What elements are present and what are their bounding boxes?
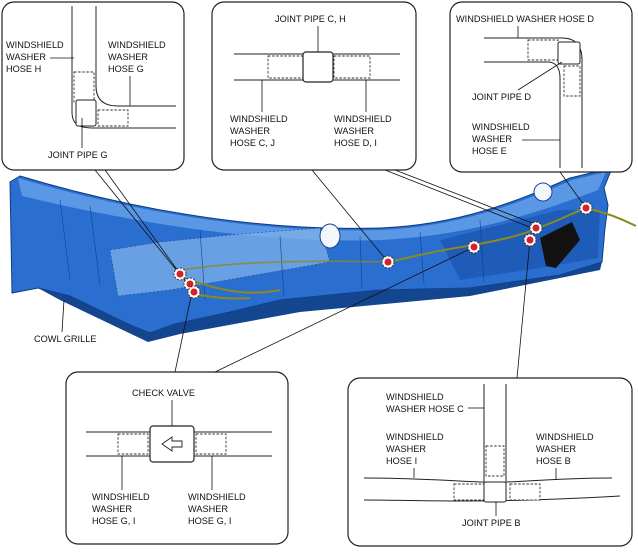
marker-joint-b <box>529 221 543 235</box>
joint-b-hose-b-line2: WASHER <box>536 444 576 454</box>
cowl-grille-leader <box>61 299 65 333</box>
cowl-grille-part <box>9 167 613 342</box>
joint-g-hose-h-line1: WINDSHIELD <box>6 40 64 50</box>
check-valve-hose-right-line1: WINDSHIELD <box>188 492 246 502</box>
joint-ch-hose-di-line1: WINDSHIELD <box>334 114 392 124</box>
marker-joint-g <box>173 267 187 281</box>
check-valve-hose-left-line2: WASHER <box>92 504 132 514</box>
joint-d-hose-e-line3: HOSE E <box>472 146 507 156</box>
callout-joint-pipe-b: WINDSHIELD WASHER HOSE C WINDSHIELD WASH… <box>347 377 633 547</box>
callout-joint-pipe-ch: JOINT PIPE C, H WINDSHIELD WASHER HOSE C… <box>211 1 417 171</box>
marker-check-valve <box>187 285 201 299</box>
joint-g-hose-h-line2: WASHER <box>6 52 46 62</box>
joint-g-hose-g-line1: WINDSHIELD <box>108 40 166 50</box>
cowl-grille-label: COWL GRILLE <box>34 334 96 344</box>
joint-g-hose-g-line2: WASHER <box>108 52 148 62</box>
marker-valve-right <box>467 240 481 254</box>
marker-joint-ch <box>381 255 395 269</box>
check-valve-hose-left-line1: WINDSHIELD <box>92 492 150 502</box>
joint-g-pipe-label: JOINT PIPE G <box>48 150 108 160</box>
joint-g-hose-h-line3: HOSE H <box>6 64 41 74</box>
joint-ch-hose-cj-line3: HOSE C, J <box>230 138 275 148</box>
joint-b-hose-b-line1: WINDSHIELD <box>536 432 594 442</box>
callout-joint-pipe-g: WINDSHIELD WASHER HOSE H WINDSHIELD WASH… <box>1 1 185 171</box>
callout-joint-pipe-d: WINDSHIELD WASHER HOSE D JOINT PIPE D WI… <box>449 1 633 173</box>
joint-ch-hose-di-line3: HOSE D, I <box>334 138 377 148</box>
joint-g-hose-g-line3: HOSE G <box>108 64 144 74</box>
joint-b-hose-i-line1: WINDSHIELD <box>386 432 444 442</box>
joint-d-hose-e-line1: WINDSHIELD <box>472 122 530 132</box>
marker-joint-d <box>579 201 593 215</box>
joint-ch-hose-cj-line1: WINDSHIELD <box>230 114 288 124</box>
marker-joint-b-lower <box>523 233 537 247</box>
joint-d-hose-d-label: WINDSHIELD WASHER HOSE D <box>456 14 594 24</box>
connection-markers <box>173 201 593 299</box>
check-valve-hose-right-line2: WASHER <box>188 504 228 514</box>
joint-b-hose-c-line2: WASHER HOSE C <box>386 404 464 414</box>
joint-b-hose-i-line3: HOSE I <box>386 456 417 466</box>
leader-lines <box>94 169 587 379</box>
joint-ch-hose-cj-line2: WASHER <box>230 126 270 136</box>
joint-ch-hose-di-line2: WASHER <box>334 126 374 136</box>
joint-ch-pipe-label: JOINT PIPE C, H <box>275 14 346 24</box>
callout-check-valve: CHECK VALVE WINDSHIELD WASHER HOSE G, I … <box>65 371 289 545</box>
joint-d-hose-e-line2: WASHER <box>472 134 512 144</box>
flow-arrow-icon <box>161 436 183 452</box>
washer-hose-line-center <box>181 260 389 271</box>
joint-d-pipe-label: JOINT PIPE D <box>472 92 531 102</box>
joint-b-hose-c-line1: WINDSHIELD <box>386 392 444 402</box>
check-valve-hose-left-line3: HOSE G, I <box>92 516 135 526</box>
check-valve-label: CHECK VALVE <box>132 388 195 398</box>
joint-b-hose-b-line3: HOSE B <box>536 456 571 466</box>
joint-b-pipe-label: JOINT PIPE B <box>462 518 521 528</box>
joint-b-hose-i-line2: WASHER <box>386 444 426 454</box>
check-valve-hose-right-line3: HOSE G, I <box>188 516 231 526</box>
